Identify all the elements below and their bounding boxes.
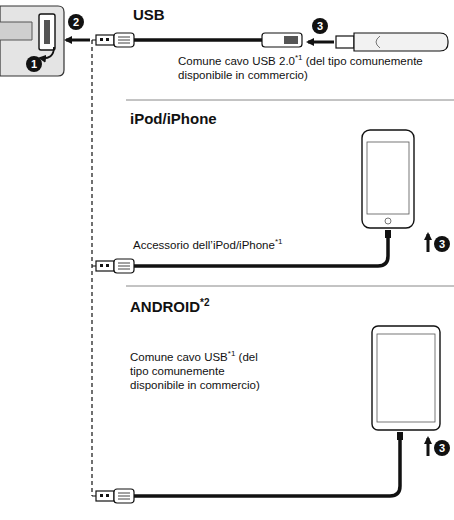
insert-arrow xyxy=(427,234,430,252)
cable-note-group: Comune cavo USB 2.0*1 (del tipo comuneme… xyxy=(178,54,428,82)
footnote-mark: *2 xyxy=(200,297,209,308)
cable-note-group: Comune cavo USB*1 (del tipo comunemente … xyxy=(130,350,270,392)
callout-number: 2 xyxy=(68,14,84,30)
cable-note: Comune cavo USB xyxy=(130,351,228,363)
section-heading-group: ANDROID*2 xyxy=(130,298,209,316)
iphone xyxy=(362,130,414,238)
usb-socket xyxy=(262,33,302,47)
insert-arrow xyxy=(427,438,430,456)
section-heading-group: USB xyxy=(133,6,165,24)
usb-stick xyxy=(336,33,448,51)
footnote-mark: *1 xyxy=(228,349,236,358)
lightning-cable xyxy=(134,238,388,266)
section-divider xyxy=(126,100,454,286)
insert-arrow xyxy=(308,41,334,44)
cable-note: Comune cavo USB 2.0 xyxy=(178,55,295,67)
usb-cable xyxy=(134,38,262,42)
callout-number: 3 xyxy=(434,236,450,252)
section-heading: iPod/iPhone xyxy=(130,110,217,127)
callout-number: 3 xyxy=(312,18,328,34)
micro-usb-cable xyxy=(134,440,400,496)
footnote-mark: *1 xyxy=(295,53,303,62)
callout-number: 3 xyxy=(434,440,450,456)
section-heading: USB xyxy=(133,6,165,23)
insert-arrow xyxy=(66,39,90,42)
cable-note-group: Accessorio dell’iPod/iPhone*1 xyxy=(133,238,363,252)
stereo-panel xyxy=(0,6,64,76)
footnote-mark: *1 xyxy=(275,237,283,246)
section-heading-group: iPod/iPhone xyxy=(130,110,217,128)
callout-number: 1 xyxy=(26,56,42,72)
cable-note: Accessorio dell’iPod/iPhone xyxy=(133,239,275,251)
android-tablet xyxy=(372,326,440,440)
section-heading: ANDROID xyxy=(130,298,200,315)
